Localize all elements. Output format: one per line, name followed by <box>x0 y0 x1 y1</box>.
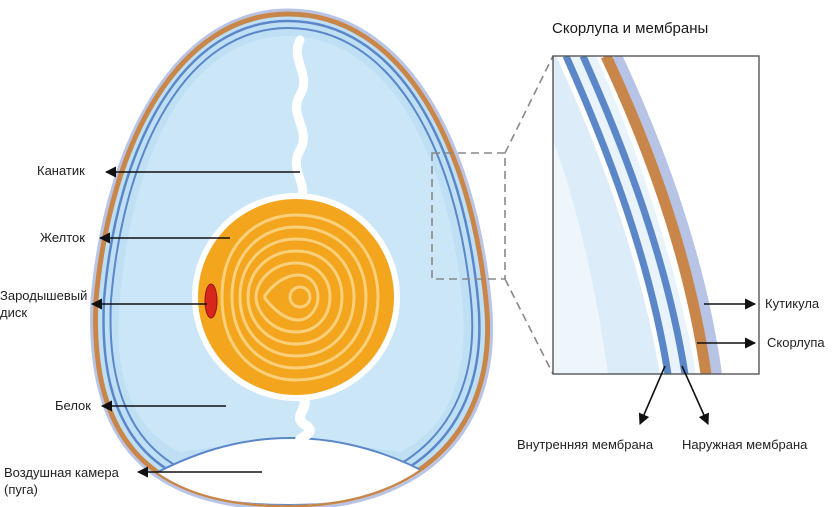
label-outer-membrane: Наружная мембрана <box>682 437 808 452</box>
inset-title: Скорлупа и мембраны <box>552 20 709 37</box>
label-shell: Скорлупа <box>767 335 825 350</box>
zoom-inset-frame <box>552 55 760 375</box>
inset-inner-membrane <box>562 56 672 374</box>
inset-albumen-highlight <box>553 140 608 374</box>
chalaza-upper <box>291 35 309 205</box>
zoom-selection-box <box>431 152 506 280</box>
label-cuticle: Кутикула <box>765 296 820 311</box>
arrow-outer-membrane <box>681 365 709 426</box>
zoom-connector-bottom <box>504 278 554 375</box>
label-arrows <box>90 166 757 478</box>
germinal-disc <box>204 283 218 319</box>
inset-outer-membrane <box>579 56 689 374</box>
zoom-inset <box>552 55 760 375</box>
inset-shell <box>601 56 712 374</box>
egg-cuticle <box>90 8 493 507</box>
label-albumen: Белок <box>55 398 91 413</box>
label-inner-membrane: Внутренняя мембрана <box>517 437 654 452</box>
label-air-cell: Воздушная камера (пуга) <box>4 465 119 497</box>
label-yolk: Желток <box>40 230 85 245</box>
egg <box>90 8 493 507</box>
zoom-connector-top <box>504 55 554 154</box>
label-chalaza: Канатик <box>37 163 85 178</box>
arrow-inner-membrane <box>638 365 666 426</box>
chalaza-lower <box>295 391 315 445</box>
inset-cuticle <box>610 56 722 374</box>
yolk-rings <box>220 213 380 382</box>
label-germinal-disc: Зародышевый диск <box>0 288 88 320</box>
